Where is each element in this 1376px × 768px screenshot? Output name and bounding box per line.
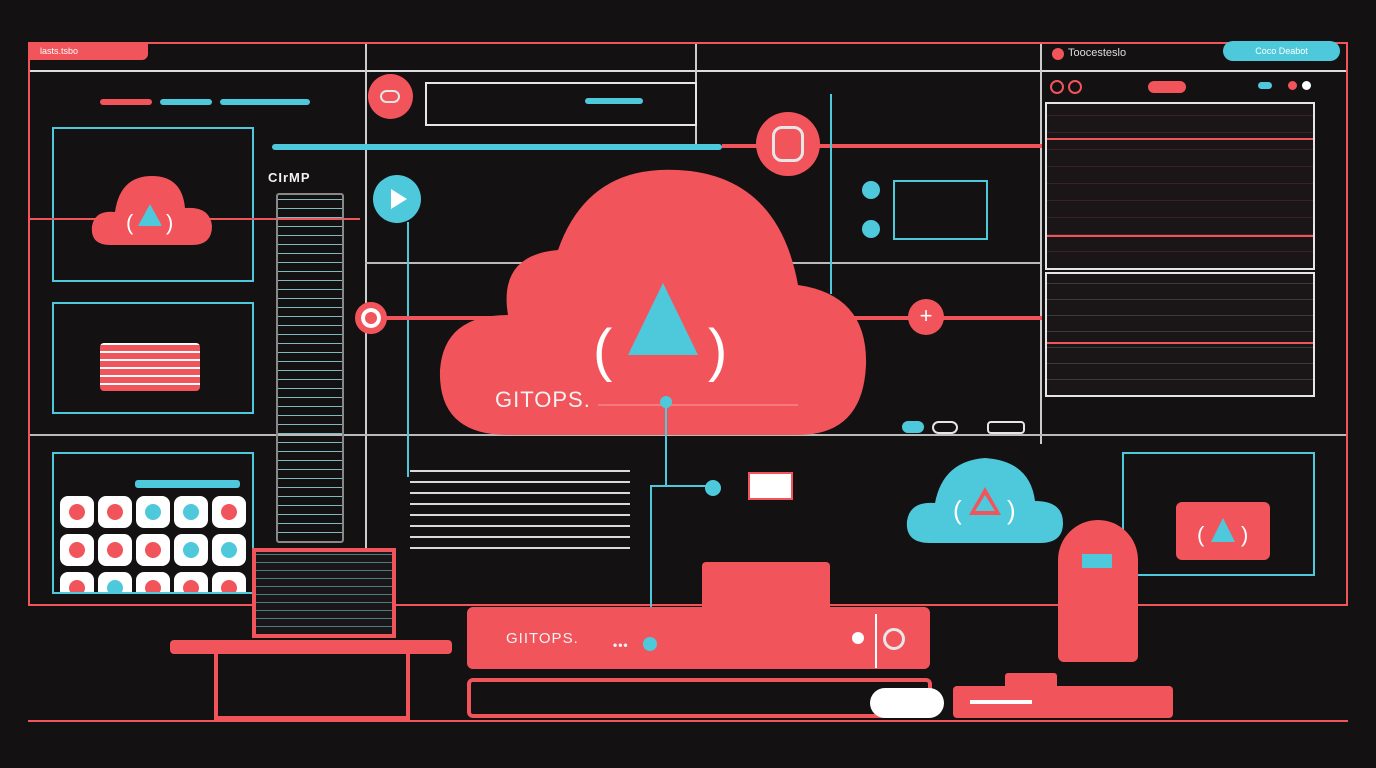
toggle[interactable] (902, 421, 924, 433)
circle-icon (1050, 80, 1064, 94)
warning-icon (628, 283, 698, 355)
main-cloud: ( ) (439, 169, 867, 435)
right-action-button[interactable]: Coco Deabot (1223, 41, 1340, 61)
sidebar-list (276, 193, 344, 543)
right-panel-title: Toocesteslo (1068, 47, 1127, 59)
circle-icon (1068, 80, 1082, 94)
stop-icon (772, 126, 804, 162)
robot-icon (1058, 520, 1138, 662)
toolbar-panel (425, 82, 697, 126)
more-dots[interactable]: ••• (613, 638, 629, 652)
plus-button[interactable]: + (908, 299, 944, 335)
record-icon (1052, 48, 1064, 60)
log-panel (1045, 272, 1315, 397)
svg-text:(: ( (953, 495, 962, 525)
gitops-bar-label: GIITOPS. (506, 630, 579, 647)
info-panel (893, 180, 988, 240)
divider (1040, 44, 1042, 444)
indicator (1258, 82, 1272, 89)
dot-icon (852, 632, 864, 644)
svg-text:(: ( (1197, 522, 1205, 547)
code-block (410, 468, 630, 558)
cloud-warning-icon: () (906, 458, 1063, 543)
warning-icon: () (1197, 518, 1248, 547)
status-badge[interactable] (1148, 81, 1186, 93)
indicator (1302, 81, 1311, 90)
record-button[interactable] (756, 112, 820, 176)
svg-text:(: ( (126, 210, 134, 235)
dot-icon (862, 220, 880, 238)
laptop-icon (252, 548, 396, 638)
log-panel (1045, 102, 1315, 270)
main-frame (28, 42, 1348, 606)
title-tab[interactable]: lasts.tsbo (30, 43, 148, 60)
document-icon (748, 472, 793, 500)
svg-text:): ) (1241, 522, 1248, 547)
divider (30, 70, 1346, 72)
chip[interactable] (987, 421, 1025, 434)
dot-icon (862, 181, 880, 199)
svg-text:): ) (166, 210, 173, 235)
cloud-label: GITOPS. (495, 387, 591, 412)
svg-text:): ) (1007, 495, 1016, 525)
app-grid-panel (52, 452, 254, 594)
stop-button[interactable] (368, 74, 413, 119)
form-panel (52, 302, 254, 414)
progress-slider[interactable] (467, 678, 932, 718)
toggle[interactable] (932, 421, 958, 434)
svg-text:): ) (708, 318, 727, 383)
play-icon (391, 189, 407, 209)
indicator (1288, 81, 1297, 90)
circle-icon[interactable] (883, 628, 905, 650)
desk (170, 640, 452, 654)
cmp-label: CIrMP (268, 170, 311, 185)
slider-handle[interactable] (870, 688, 944, 718)
cloud-panel (52, 127, 254, 282)
warning-panel (1122, 452, 1315, 576)
stop-icon (380, 90, 400, 103)
svg-text:(: ( (593, 318, 612, 383)
list-block[interactable] (100, 343, 200, 391)
record-icon[interactable] (355, 302, 387, 334)
cloud-warning-icon: () (91, 176, 212, 245)
